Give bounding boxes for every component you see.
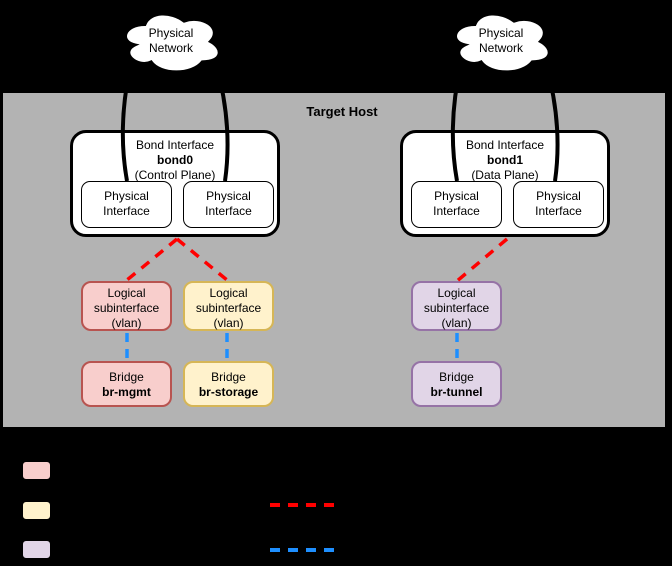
bridge-name: br-mgmt bbox=[102, 385, 151, 399]
legend-swatch-mgmt bbox=[21, 460, 52, 481]
legend-swatch-tunnel bbox=[21, 539, 52, 560]
subinterface-mgmt-box: Logical subinterface (vlan) bbox=[81, 281, 172, 331]
pi-label-line: Interface bbox=[103, 204, 150, 218]
cloud-label-line: Physical bbox=[148, 26, 194, 40]
bridge-title: Bridge bbox=[439, 370, 474, 384]
bond-plane: (Data Plane) bbox=[471, 168, 539, 182]
subinterface-label-line: (vlan) bbox=[111, 316, 142, 330]
bond-plane: (Control Plane) bbox=[134, 168, 216, 182]
bond-name: bond0 bbox=[157, 153, 193, 167]
physical-network-label-right: Physical Network bbox=[449, 26, 553, 56]
subinterface-storage-box: Logical subinterface (vlan) bbox=[183, 281, 274, 331]
bridge-name: br-tunnel bbox=[430, 385, 483, 399]
subinterface-label-line: subinterface bbox=[195, 301, 262, 315]
subinterface-label-line: (vlan) bbox=[441, 316, 472, 330]
pi-label-line: Physical bbox=[536, 189, 581, 203]
bond-title: Bond Interface bbox=[135, 138, 215, 152]
cloud-label-line: Network bbox=[148, 41, 193, 55]
bridge-br-tunnel-box: Bridge br-tunnel bbox=[411, 361, 502, 407]
pi-label-line: Interface bbox=[535, 204, 582, 218]
physical-network-label-left: Physical Network bbox=[119, 26, 223, 56]
bridge-br-mgmt-box: Bridge br-mgmt bbox=[81, 361, 172, 407]
pi-label-line: Interface bbox=[205, 204, 252, 218]
subinterface-label-line: Logical bbox=[437, 286, 476, 300]
physical-interface-box: Physical Interface bbox=[411, 181, 502, 228]
bond-title: Bond Interface bbox=[465, 138, 545, 152]
pi-label-line: Interface bbox=[433, 204, 480, 218]
subinterface-label-line: subinterface bbox=[423, 301, 490, 315]
legend-swatch-storage bbox=[21, 500, 52, 521]
bridge-br-storage-box: Bridge br-storage bbox=[183, 361, 274, 407]
pi-label-line: Physical bbox=[104, 189, 149, 203]
target-host-title: Target Host bbox=[306, 104, 378, 119]
subinterface-label-line: Logical bbox=[107, 286, 146, 300]
cloud-label-line: Physical bbox=[478, 26, 524, 40]
cloud-label-line: Network bbox=[478, 41, 523, 55]
physical-interface-box: Physical Interface bbox=[81, 181, 172, 228]
bridge-title: Bridge bbox=[109, 370, 144, 384]
subinterface-label-line: (vlan) bbox=[213, 316, 244, 330]
physical-interface-box: Physical Interface bbox=[513, 181, 604, 228]
subinterface-tunnel-box: Logical subinterface (vlan) bbox=[411, 281, 502, 331]
bridge-name: br-storage bbox=[198, 385, 259, 399]
bridge-title: Bridge bbox=[211, 370, 246, 384]
bond-name: bond1 bbox=[487, 153, 523, 167]
pi-label-line: Physical bbox=[206, 189, 251, 203]
subinterface-label-line: subinterface bbox=[93, 301, 160, 315]
subinterface-label-line: Logical bbox=[209, 286, 248, 300]
pi-label-line: Physical bbox=[434, 189, 479, 203]
physical-interface-box: Physical Interface bbox=[183, 181, 274, 228]
